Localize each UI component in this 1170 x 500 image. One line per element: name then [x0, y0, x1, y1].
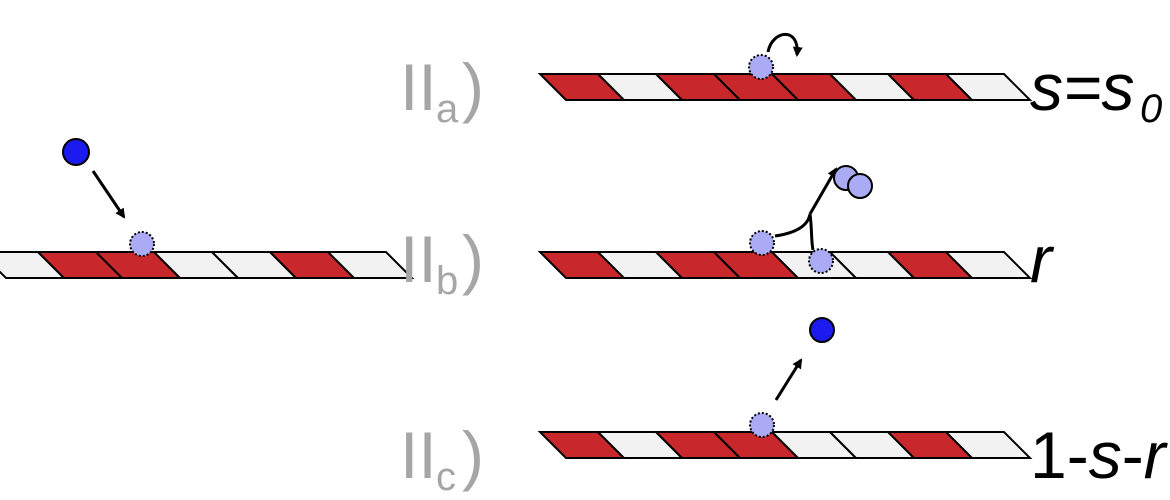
- strip-case-c: [537, 431, 1033, 459]
- desorbed-particle-icon: [809, 317, 835, 343]
- strip-case-b: [537, 251, 1033, 279]
- incoming-particle-icon: [62, 138, 90, 166]
- adsorbed-particle-icon: [749, 412, 775, 438]
- label-case-b: II b ): [400, 222, 484, 303]
- prob-label-c: 1-s-r: [1030, 418, 1169, 492]
- svg-text:): ): [462, 418, 484, 492]
- svg-text:b: b: [436, 259, 458, 303]
- label-case-a: II a ): [400, 50, 484, 131]
- hop-arrow-icon: [766, 33, 803, 57]
- left-strip: [0, 251, 415, 279]
- merge-arrow-branch: [808, 213, 815, 251]
- merge-arrow-icon: [774, 213, 812, 238]
- svg-text:1-s-r: 1-s-r: [1030, 418, 1169, 492]
- white-segment: [325, 251, 415, 279]
- prob-label-b: r: [1030, 222, 1055, 296]
- dimer-icon: [847, 173, 873, 199]
- svg-text:II: II: [400, 418, 437, 492]
- strip-case-a: [537, 73, 1033, 101]
- adsorbed-particle-icon: [808, 248, 834, 274]
- case-a-hop: [748, 33, 803, 80]
- svg-text:c: c: [436, 455, 456, 499]
- prob-label-a: s=s 0: [1030, 50, 1162, 131]
- svg-text:II: II: [400, 222, 437, 296]
- svg-text:a: a: [436, 87, 459, 131]
- white-segment: [943, 251, 1033, 279]
- arrow-down-icon: [91, 170, 126, 219]
- svg-text:): ): [462, 50, 484, 124]
- white-segment: [943, 431, 1033, 459]
- case-c-desorption: [749, 317, 835, 438]
- svg-text:II: II: [400, 50, 437, 124]
- adsorbed-particle-icon: [129, 231, 155, 257]
- label-case-c: II c ): [400, 418, 484, 499]
- up-arrow-icon: [808, 167, 838, 215]
- svg-text:s=s: s=s: [1030, 50, 1135, 124]
- up-arrow-icon: [774, 358, 803, 401]
- left-incoming: [62, 138, 155, 257]
- white-segment: [943, 73, 1033, 101]
- adsorbed-particle-icon: [749, 230, 775, 256]
- adsorbed-particle-icon: [748, 54, 774, 80]
- svg-text:r: r: [1030, 222, 1055, 296]
- case-b-dimer: [749, 165, 873, 274]
- svg-text:): ): [462, 222, 484, 296]
- svg-text:0: 0: [1140, 87, 1162, 131]
